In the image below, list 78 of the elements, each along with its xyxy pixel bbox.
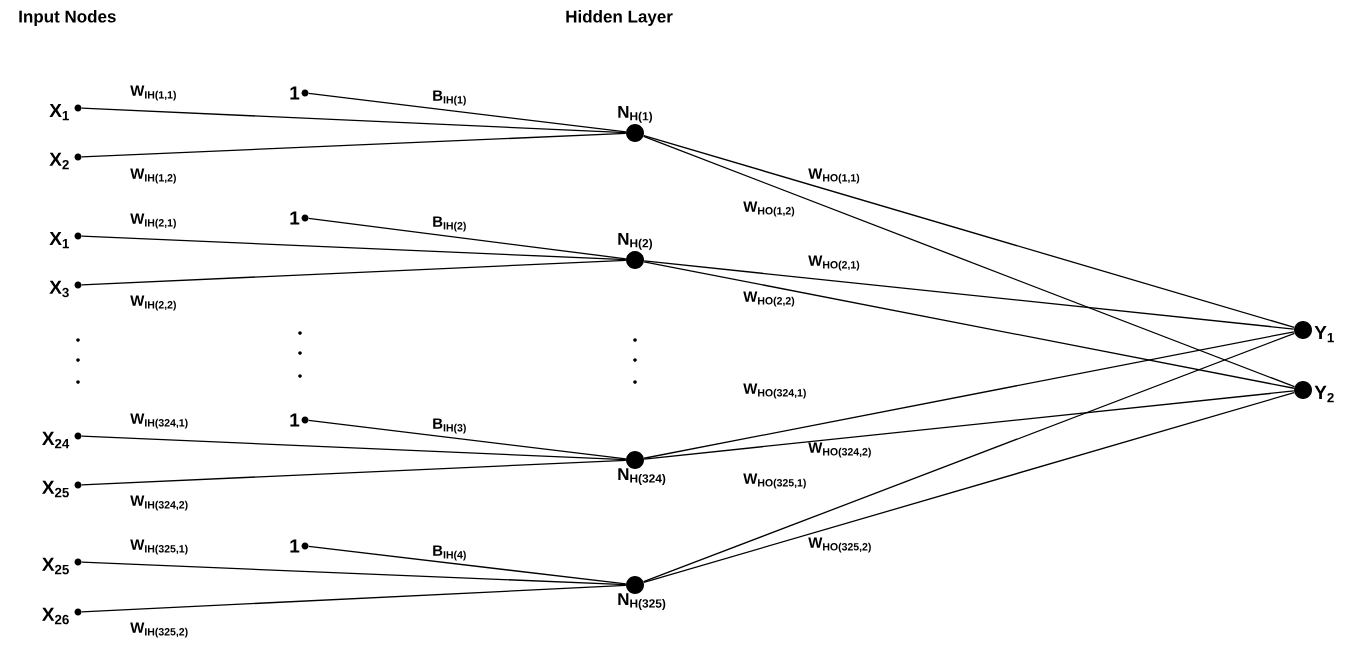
node-label: N$_{H(325)}$ — [618, 593, 666, 611]
weight-label: W$_{IH(325,1)}$ — [130, 539, 188, 555]
connection-line — [308, 217, 627, 260]
weight-label: W$_{IH(325,2)}$ — [130, 622, 188, 638]
connection-line — [81, 561, 627, 586]
node-label: X$_{25}$ — [42, 480, 69, 498]
bias-node: 1 — [290, 539, 309, 553]
input-node: X$_{24}$ — [42, 431, 82, 449]
node-label: X$_{1}$ — [49, 231, 69, 249]
connection-line — [81, 259, 627, 286]
node-label: X$_{24}$ — [42, 431, 70, 449]
weight-label: B$_{IH(2)}$ — [433, 216, 466, 232]
node-label: 1 — [290, 539, 300, 553]
connection-line — [81, 459, 627, 486]
node-label: X$_{3}$ — [49, 280, 69, 298]
node-label: X$_{1}$ — [49, 103, 69, 121]
node-label: X$_{25}$ — [42, 557, 69, 575]
node-label: 1 — [290, 86, 300, 100]
weight-label: W$_{HO(325,1)}$ — [743, 473, 806, 489]
connection-line — [643, 390, 1295, 460]
input-node: X$_{3}$ — [49, 280, 82, 298]
node-label: N$_{H(1)}$ — [618, 105, 653, 123]
connection-line — [643, 134, 1295, 329]
input-node: X$_{26}$ — [42, 607, 82, 625]
weight-label: W$_{IH(1,1)}$ — [130, 85, 176, 101]
connection-line — [643, 260, 1295, 330]
input-node: X$_{25}$ — [42, 557, 82, 575]
bias-node: 1 — [290, 413, 309, 427]
bias-node: 1 — [290, 86, 309, 100]
weight-label: W$_{HO(2,2)}$ — [743, 291, 795, 307]
connection-line — [643, 331, 1295, 459]
node-label: N$_{H(324)}$ — [618, 468, 666, 486]
weight-label: W$_{IH(324,2)}$ — [130, 495, 188, 511]
node-label: N$_{H(2)}$ — [618, 232, 653, 250]
weight-label: B$_{IH(1)}$ — [433, 90, 466, 106]
weight-label: W$_{IH(324,1)}$ — [130, 413, 188, 429]
node-label: X$_{26}$ — [42, 607, 69, 625]
output-node: Y$_{2}$ — [1294, 381, 1334, 403]
weight-label: W$_{IH(1,2)}$ — [130, 168, 176, 184]
connection-line — [81, 132, 627, 158]
connection-line — [642, 135, 1296, 388]
weight-label: W$_{HO(324,2)}$ — [808, 442, 871, 458]
output-node: Y$_{1}$ — [1294, 321, 1334, 343]
input-node: X$_{2}$ — [49, 152, 82, 170]
hidden-node: N$_{H(325)}$ — [618, 576, 666, 611]
input-node: X$_{25}$ — [42, 480, 82, 498]
bias-node: 1 — [290, 211, 309, 225]
weight-label: W$_{HO(1,1)}$ — [808, 168, 860, 184]
hidden-node: N$_{H(324)}$ — [618, 451, 666, 486]
node-label: Y$_{1}$ — [1314, 325, 1334, 343]
connection-line — [308, 419, 627, 460]
input-node: X$_{1}$ — [49, 103, 82, 121]
node-label: 1 — [290, 211, 300, 225]
connection-line — [308, 92, 627, 133]
connection-line — [643, 261, 1295, 389]
connection-line — [308, 545, 627, 585]
node-label: 1 — [290, 413, 300, 427]
heading: Hidden Layer — [566, 10, 673, 26]
weight-label: W$_{IH(2,2)}$ — [130, 295, 176, 311]
connection-line — [81, 235, 627, 261]
input-node: X$_{1}$ — [49, 231, 82, 249]
connection-line — [81, 107, 627, 134]
weight-label: W$_{HO(1,2)}$ — [743, 201, 795, 217]
hidden-node: N$_{H(1)}$ — [618, 105, 653, 142]
weight-label: B$_{IH(4)}$ — [433, 545, 466, 561]
weight-label: B$_{IH(3)}$ — [433, 418, 466, 434]
node-label: Y$_{2}$ — [1314, 385, 1334, 403]
connection-line — [81, 435, 627, 461]
heading: Input Nodes — [19, 10, 116, 26]
weight-label: W$_{HO(2,1)}$ — [808, 255, 860, 271]
hidden-node: N$_{H(2)}$ — [618, 232, 653, 269]
connection-line — [642, 332, 1296, 583]
node-label: X$_{2}$ — [49, 152, 69, 170]
weight-label: W$_{HO(324,1)}$ — [743, 383, 806, 399]
weight-label: W$_{HO(325,2)}$ — [808, 537, 871, 553]
connection-line — [81, 584, 627, 613]
connection-line — [643, 391, 1295, 584]
weight-label: W$_{IH(2,1)}$ — [130, 213, 176, 229]
